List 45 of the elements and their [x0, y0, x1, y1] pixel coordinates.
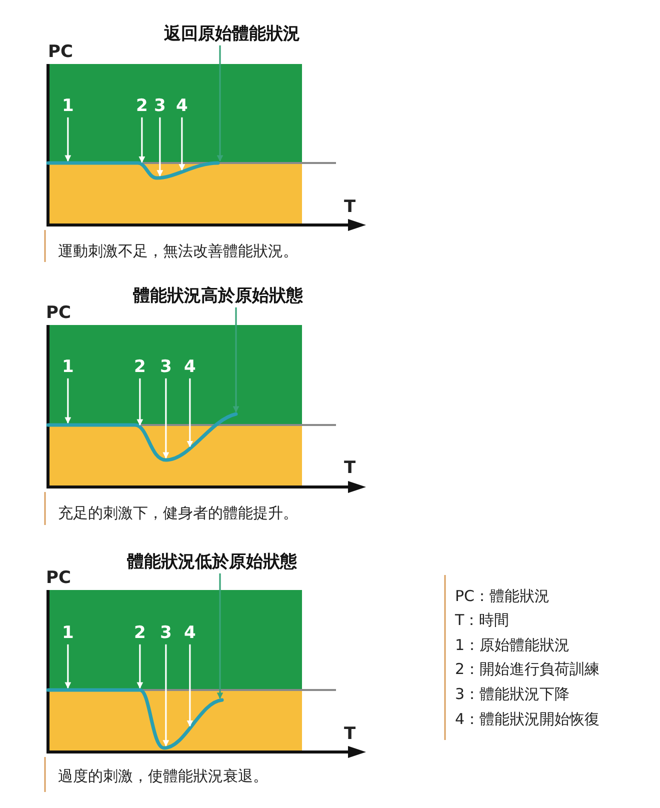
callout-number: 2	[136, 96, 148, 116]
leader-arrow	[178, 117, 186, 171]
leader-arrow	[162, 644, 170, 747]
panel-caption: 過度的刺激，使體能狀況衰退。	[58, 767, 268, 785]
panel-caption: 充足的刺激下，健身者的體能提升。	[58, 504, 298, 522]
callout-number: 4	[184, 623, 196, 644]
callout-number: 3	[160, 623, 172, 644]
axis-label: PC	[46, 303, 71, 324]
legend-entry: 2：開始進行負荷訓練	[455, 660, 600, 678]
axis-label: T	[344, 724, 356, 744]
panel-caption: 運動刺激不足，無法改善體能狀況。	[58, 242, 298, 260]
callout-number: 3	[154, 96, 166, 116]
legend-entry: 3：體能狀況下降	[455, 685, 570, 703]
axis-label: PC	[46, 568, 71, 588]
callout-number: 1	[62, 96, 74, 116]
leader-arrow	[216, 573, 224, 699]
leader-arrow	[64, 117, 72, 162]
panel-title: 體能狀況低於原始狀態	[127, 552, 297, 572]
leader-arrow	[232, 307, 240, 413]
leader-arrow	[216, 45, 224, 162]
axis-label: T	[344, 458, 356, 478]
leader-arrow	[64, 378, 72, 424]
leader-arrow	[162, 378, 170, 459]
leader-arrow	[156, 117, 164, 177]
legend-entry: 1：原始體能狀況	[455, 636, 570, 654]
panel-title: 體能狀況高於原始狀態	[133, 286, 303, 306]
callout-number: 2	[134, 623, 146, 644]
leader-arrow	[138, 117, 146, 163]
callout-number: 4	[176, 96, 188, 116]
callout-number: 1	[62, 623, 74, 644]
axis-label: T	[344, 197, 356, 218]
callout-number: 4	[184, 357, 196, 378]
legend-entry: T：時間	[455, 611, 510, 629]
leader-arrow	[186, 378, 194, 448]
callout-number: 1	[62, 357, 74, 378]
leader-arrow	[136, 644, 144, 689]
legend-entry: 4：體能狀況開始恢復	[455, 710, 600, 728]
legend-entry: PC：體能狀況	[455, 587, 550, 605]
axis-label: PC	[48, 42, 73, 62]
leader-arrow	[136, 378, 144, 426]
panel-title: 返回原始體能狀況	[164, 24, 300, 44]
callout-number: 2	[134, 357, 146, 378]
leader-arrow	[186, 644, 194, 727]
leader-arrow	[64, 644, 72, 689]
callout-number: 3	[160, 357, 172, 378]
